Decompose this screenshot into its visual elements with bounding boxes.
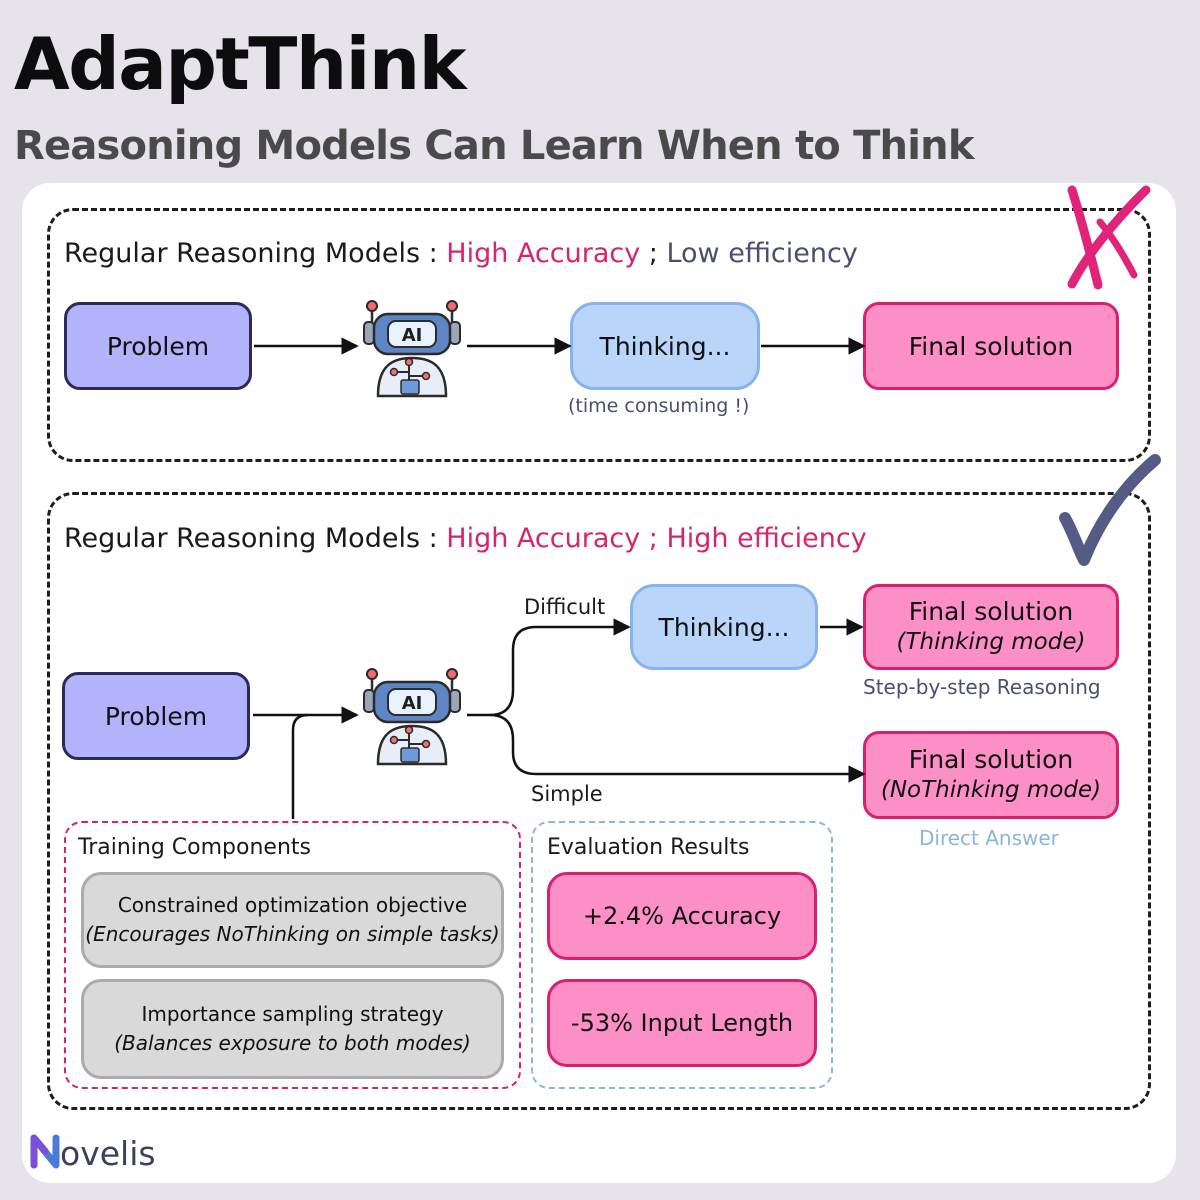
logo-wordmark: ovelis (60, 1134, 156, 1173)
training-item-title: Constrained optimization objective (117, 893, 468, 917)
cross-mark-icon (1067, 185, 1151, 290)
nothinking-mode-label: (NoThinking mode) (880, 777, 1102, 804)
step-by-step-caption: Step-by-step Reasoning (863, 675, 1101, 699)
training-item: Importance sampling strategy (Balances e… (81, 979, 504, 1079)
check-mark-icon (1059, 454, 1161, 566)
robot-ai-label: AI (402, 693, 423, 714)
final-solution-thinking-box: Final solution (Thinking mode) (863, 584, 1119, 670)
problem-box: Problem (64, 302, 252, 390)
training-components-group (64, 821, 521, 1089)
heading-prefix: Regular Reasoning Models : (64, 238, 447, 269)
problem-label: Problem (106, 331, 210, 361)
regular-models-section (47, 208, 1151, 462)
training-components-title: Training Components (78, 835, 311, 860)
thinking-mode-label: (Thinking mode) (896, 629, 1086, 656)
training-item-title: Importance sampling strategy (141, 1002, 444, 1026)
thinking-box: Thinking... (570, 302, 760, 390)
training-item-note: (Balances exposure to both modes) (114, 1031, 471, 1055)
high-accuracy-label: High Accuracy (446, 238, 641, 269)
training-item-note: (Encourages NoThinking on simple tasks) (85, 922, 500, 946)
arrow-simple-branch (489, 713, 866, 783)
robot-ai-label: AI (402, 325, 423, 346)
problem-box: Problem (62, 672, 250, 760)
heading-separator: ; (640, 238, 667, 269)
evaluation-result-label: +2.4% Accuracy (582, 902, 782, 930)
final-solution-label: Final solution (908, 331, 1074, 361)
final-solution-box: Final solution (863, 302, 1119, 390)
arrow-difficult-branch (467, 618, 631, 717)
evaluation-results-title: Evaluation Results (547, 835, 750, 860)
ai-robot-icon: AI (362, 667, 462, 766)
final-solution-title: Final solution (908, 596, 1074, 626)
training-feed-connector (291, 713, 309, 819)
difficult-branch-label: Difficult (524, 595, 606, 619)
evaluation-result-item: +2.4% Accuracy (547, 872, 817, 960)
training-item: Constrained optimization objective (Enco… (81, 872, 504, 968)
heading-prefix: Regular Reasoning Models : (64, 523, 447, 554)
final-solution-nothinking-box: Final solution (NoThinking mode) (863, 731, 1119, 819)
adaptthink-section (47, 492, 1151, 1110)
low-efficiency-label: Low efficiency (666, 238, 858, 269)
problem-label: Problem (104, 701, 208, 731)
time-consuming-note: (time consuming !) (568, 395, 750, 417)
evaluation-result-item: -53% Input Length (547, 979, 817, 1067)
ai-robot-icon: AI (362, 299, 462, 398)
adaptthink-heading: Regular Reasoning Models : High Accuracy… (64, 525, 867, 552)
direct-answer-caption: Direct Answer (919, 826, 1059, 850)
thinking-label: Thinking... (599, 331, 731, 361)
simple-branch-label: Simple (531, 782, 603, 806)
final-solution-title: Final solution (908, 744, 1074, 774)
high-accuracy-efficiency-label: High Accuracy ; High efficiency (446, 523, 867, 554)
page-subtitle: Reasoning Models Can Learn When to Think (14, 123, 974, 169)
thinking-box: Thinking... (630, 584, 818, 670)
evaluation-results-group (531, 821, 833, 1089)
regular-models-heading: Regular Reasoning Models : High Accuracy… (64, 240, 858, 267)
novelis-logo: ovelis (30, 1134, 156, 1173)
evaluation-result-label: -53% Input Length (570, 1009, 794, 1037)
page-title: AdaptThink (14, 22, 467, 106)
thinking-label: Thinking... (658, 612, 790, 642)
